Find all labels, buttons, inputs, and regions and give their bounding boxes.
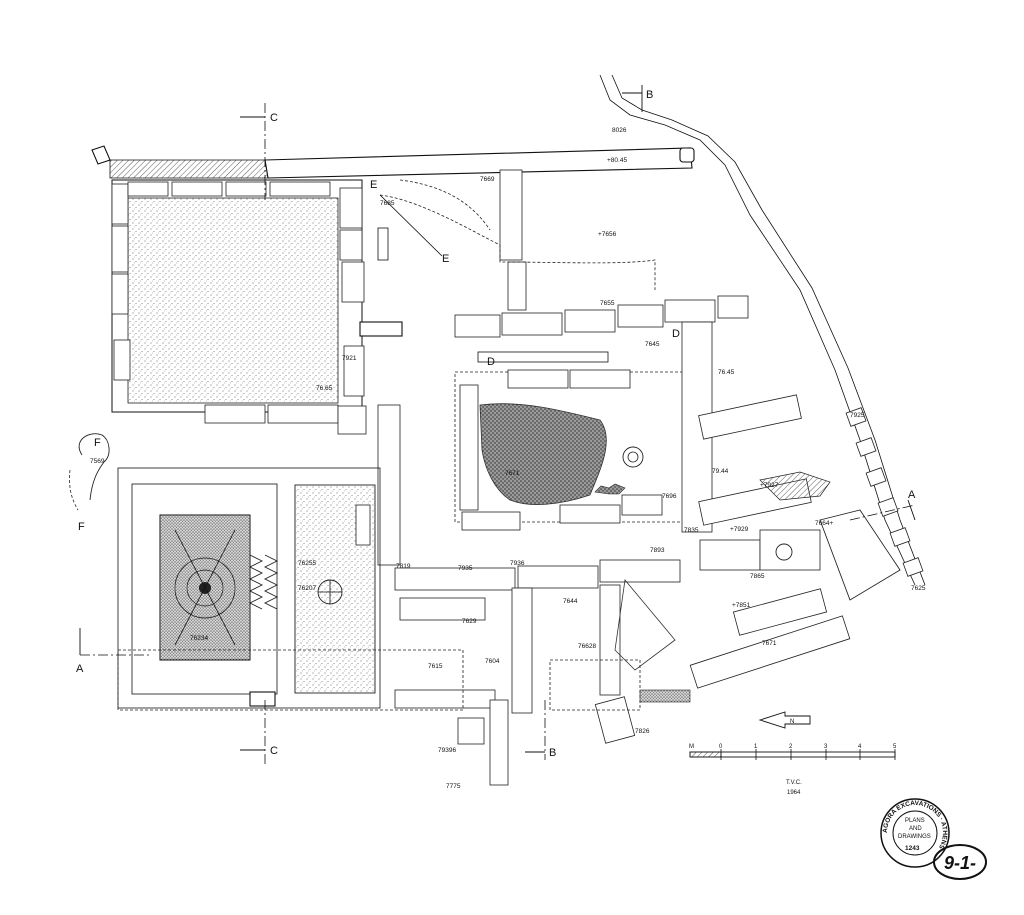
elevation-7664: 7664+ (815, 520, 833, 527)
elevation-7865: 7865 (750, 573, 765, 580)
elevation-7645a: 7645 (645, 341, 660, 348)
section-label-c-top: C (270, 112, 278, 124)
section-label-f-upper: F (94, 437, 101, 449)
elevation-76234: 76234 (190, 635, 208, 642)
elevation-labels: 8026 +80.45 7669 7685 +7656 7655 7645 79… (90, 127, 926, 790)
elevation-7927: +7927 (760, 482, 779, 489)
section-c-bottom-marker: C (240, 700, 278, 765)
room-northwest (111, 179, 403, 435)
elevation-7851: +7851 (732, 602, 751, 609)
elevation-7921: 7921 (342, 355, 357, 362)
scale-tick-1: 1 (754, 744, 758, 750)
rooms-east (681, 321, 901, 689)
stamp-line-plans: PLANS (905, 818, 925, 824)
elevation-7925a: 7925 (850, 412, 865, 419)
scale-tick-0: 0 (719, 744, 723, 750)
elevation-7644: 7644 (563, 598, 578, 605)
elevation-7936: 7936 (510, 560, 525, 567)
sheet-number-text: 9-1- (944, 853, 976, 873)
drawing-year: 1964 (787, 790, 801, 796)
section-label-a-right: A (908, 489, 916, 501)
drafter-initials: T.V.C. (786, 780, 802, 786)
east-boundary-wall (599, 74, 926, 586)
elevation-7569: 7569 (90, 458, 105, 465)
section-a-left-marker: A (76, 628, 150, 675)
section-c-top-marker: C (240, 103, 278, 200)
elevation-7671b: 7671 (762, 640, 777, 647)
section-label-c-bottom: C (270, 745, 278, 757)
elevation-7669: 7669 (480, 176, 495, 183)
stamp-line-drawings: DRAWINGS (898, 834, 931, 840)
scale-bar: M 0 1 2 3 4 5 (689, 744, 897, 760)
section-b-top-marker: B (622, 85, 653, 112)
elevation-76255: 76255 (298, 560, 316, 567)
section-label-d-right: D (672, 328, 680, 340)
sheet-number: 9-1- (933, 844, 987, 880)
stamp-line-and: AND (909, 826, 922, 832)
stamp-number: 1243 (905, 845, 920, 852)
elevation-7935: 7935 (458, 565, 473, 572)
north-boundary-wall (91, 145, 695, 179)
section-a-right-marker: A (849, 489, 916, 521)
section-label-e-upper: E (370, 179, 377, 191)
agora-excavations-stamp: AGORA EXCAVATIONS · ATHENS · PLANS AND D… (880, 798, 950, 868)
scale-tick-2: 2 (789, 744, 793, 750)
elevation-8026: 8026 (612, 127, 627, 134)
north-arrow-label: N (790, 719, 794, 725)
scale-tick-3: 3 (824, 744, 828, 750)
elevation-7629: 7629 (462, 618, 477, 625)
elevation-7656: +7656 (598, 231, 617, 238)
north-arrow: N (758, 711, 811, 729)
section-label-b-bottom: B (549, 747, 556, 759)
elevation-7671: 7671 (505, 470, 520, 477)
elevation-7615: 7615 (428, 663, 443, 670)
feature-west-apse (69, 433, 110, 511)
room-north-central (377, 169, 749, 338)
room-southwest (117, 467, 464, 711)
section-label-d-left: D (487, 356, 495, 368)
elevation-7835: 7835 (684, 527, 699, 534)
section-label-a-left: A (76, 663, 84, 675)
elevation-8045: +80.45 (607, 157, 627, 164)
elevation-76628: 76628 (578, 643, 596, 650)
elevation-7655: 7655 (600, 300, 615, 307)
elevation-7685: 7685 (380, 200, 395, 207)
elevation-76207: 76207 (298, 585, 316, 592)
elevation-7893: 7893 (650, 547, 665, 554)
elevation-7696: 7696 (662, 493, 677, 500)
elevation-7625: 7625 (911, 585, 926, 592)
elevation-7826: 7826 (635, 728, 650, 735)
section-label-f-lower: F (78, 521, 85, 533)
elevation-79396: 79396 (438, 747, 456, 754)
room-central-mosaic (454, 351, 696, 531)
scale-unit: M (689, 744, 694, 750)
elevation-7944: 79.44 (712, 468, 729, 475)
rooms-south-central (377, 404, 691, 786)
elevation-7819: 7819 (396, 563, 411, 570)
section-label-e-lower: E (442, 253, 449, 265)
elevation-7645b: 76.45 (718, 369, 735, 376)
elevation-7775: 7775 (446, 783, 461, 790)
elevation-7929: +7929 (730, 526, 749, 533)
elevation-7665: 76.65 (316, 385, 333, 392)
elevation-7604: 7604 (485, 658, 500, 665)
scale-tick-5: 5 (893, 744, 897, 750)
scale-tick-4: 4 (858, 744, 862, 750)
section-b-bottom-marker: B (525, 700, 556, 760)
section-label-b-top: B (646, 89, 653, 101)
